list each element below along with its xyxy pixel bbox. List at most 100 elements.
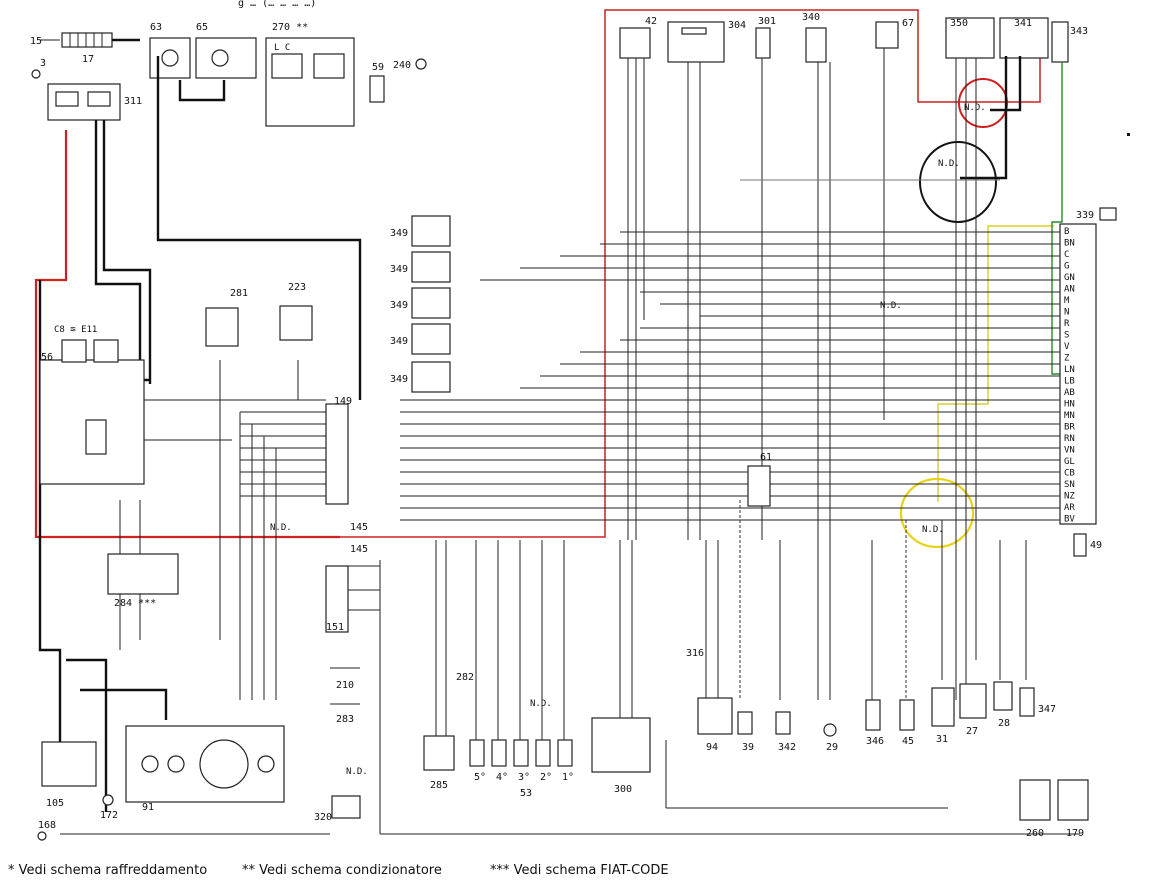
footer-note-ac: ** Vedi schema condizionatore bbox=[242, 863, 442, 878]
label-nd-yellow: N.D. bbox=[922, 525, 944, 535]
wire-code-label: Z bbox=[1064, 354, 1070, 364]
connector-282: 282 bbox=[456, 672, 474, 683]
wire-code-label: GN bbox=[1064, 273, 1075, 283]
label-nd-black: N.D. bbox=[938, 159, 960, 169]
fuse-17: 15 17 bbox=[30, 32, 140, 65]
label-340: 340 bbox=[802, 12, 820, 23]
label-gear-3: 3° bbox=[518, 772, 530, 783]
label-311: 311 bbox=[124, 96, 142, 107]
label-349a: 349 bbox=[390, 228, 408, 239]
drop-lines-bottom bbox=[60, 500, 1080, 835]
component-349-stack: 349 349 349 349 349 bbox=[390, 215, 451, 393]
wire-code-label: LB bbox=[1064, 377, 1075, 387]
component-31: 31 bbox=[931, 687, 955, 745]
thick-wire-6 bbox=[156, 56, 362, 400]
gear-switch-group-53: 5° 4° 3° 2° 1° 53 N.D. bbox=[469, 699, 574, 799]
label-61: 61 bbox=[760, 452, 772, 463]
wire-code-label: RN bbox=[1064, 434, 1075, 444]
label-282: 282 bbox=[456, 672, 474, 683]
thick-wire-8 bbox=[66, 658, 108, 812]
component-342: 342 bbox=[775, 711, 796, 753]
label-284: 284 *** bbox=[114, 598, 156, 609]
label-91: 91 bbox=[142, 802, 154, 813]
component-29: 29 bbox=[823, 723, 838, 753]
component-59: 59 bbox=[369, 62, 385, 103]
red-highlight-left bbox=[34, 130, 340, 539]
component-281: 281 bbox=[205, 288, 248, 347]
label-151: 151 bbox=[326, 622, 344, 633]
label-347: 347 bbox=[1038, 704, 1056, 715]
label-94: 94 bbox=[706, 742, 718, 753]
label-29: 29 bbox=[826, 742, 838, 753]
label-gear-4: 4° bbox=[496, 772, 508, 783]
connector-145: 145 145 N.D. bbox=[270, 522, 368, 555]
component-346: 346 bbox=[865, 699, 884, 747]
label-nd-320: N.D. bbox=[346, 767, 368, 777]
wire-code-label: GL bbox=[1064, 457, 1075, 467]
connector-49: 49 bbox=[1073, 533, 1102, 557]
component-304: 304 bbox=[667, 20, 746, 63]
label-nd-145: N.D. bbox=[270, 523, 292, 533]
wire-code-label: MN bbox=[1064, 411, 1075, 421]
connector-151: 151 bbox=[325, 565, 349, 633]
label-285: 285 bbox=[430, 780, 448, 791]
label-56: 56 bbox=[41, 352, 53, 363]
label-270: 270 ** bbox=[272, 22, 308, 33]
component-28: 28 bbox=[993, 681, 1013, 729]
label-31: 31 bbox=[936, 734, 948, 745]
label-320: 320 bbox=[314, 812, 332, 823]
connector-210: 210 bbox=[330, 667, 360, 691]
component-300: 300 bbox=[591, 717, 651, 795]
label-49: 49 bbox=[1090, 540, 1102, 551]
label-gear-5: 5° bbox=[474, 772, 486, 783]
wire-code-label: CB bbox=[1064, 469, 1075, 479]
label-28: 28 bbox=[998, 718, 1010, 729]
label-59: 59 bbox=[372, 62, 384, 73]
wire-code-label: V bbox=[1064, 342, 1070, 352]
wire-code-label: G bbox=[1064, 262, 1069, 272]
wire-code-label: M bbox=[1064, 296, 1070, 306]
instrument-cluster-91: 91 bbox=[125, 725, 285, 813]
label-gear-2: 2° bbox=[540, 772, 552, 783]
component-260: 260 bbox=[1019, 779, 1051, 839]
relay-box-311: 311 bbox=[47, 83, 142, 121]
thick-wire-1 bbox=[960, 56, 1008, 180]
connector-283: 283 bbox=[330, 703, 360, 725]
label-45: 45 bbox=[902, 736, 914, 747]
component-341: 341 bbox=[999, 17, 1049, 59]
thick-wire-9 bbox=[80, 688, 168, 720]
component-285: 285 bbox=[423, 735, 455, 791]
component-179: 179 bbox=[1057, 779, 1089, 839]
label-349e: 349 bbox=[390, 374, 408, 385]
label-65: 65 bbox=[196, 22, 208, 33]
label-15: 15 bbox=[30, 36, 42, 47]
thick-wire-7 bbox=[178, 80, 226, 102]
wire-code-label: AR bbox=[1064, 503, 1075, 513]
wire-code-label: LN bbox=[1064, 365, 1075, 375]
black-circle-junction: N.D. bbox=[919, 141, 997, 223]
component-61: 61 bbox=[747, 452, 772, 507]
ground-168: 168 bbox=[37, 820, 56, 841]
component-316: 316 bbox=[686, 648, 704, 659]
yellow-wire bbox=[937, 225, 1054, 502]
label-17: 17 bbox=[82, 54, 94, 65]
right-edge-marker bbox=[1127, 133, 1130, 136]
component-172: 172 bbox=[100, 794, 118, 821]
component-56: 56 C8 ≋ E11 bbox=[39, 325, 145, 485]
component-340: 340 bbox=[802, 12, 827, 63]
label-39: 39 bbox=[742, 742, 754, 753]
component-42: 42 bbox=[619, 16, 657, 59]
label-53: 53 bbox=[520, 788, 532, 799]
label-67: 67 bbox=[902, 18, 914, 29]
label-339: 339 bbox=[1076, 210, 1094, 221]
green-wire bbox=[1051, 62, 1063, 375]
label-nd-53: N.D. bbox=[530, 699, 552, 709]
component-350: 350 bbox=[945, 17, 995, 59]
component-39: 39 bbox=[737, 711, 754, 753]
wire-code-label: S bbox=[1064, 331, 1069, 341]
ground-3: 3 bbox=[31, 58, 46, 79]
label-172: 172 bbox=[100, 810, 118, 821]
component-240: 240 bbox=[393, 58, 427, 71]
label-nd-center: N.D. bbox=[880, 301, 902, 311]
